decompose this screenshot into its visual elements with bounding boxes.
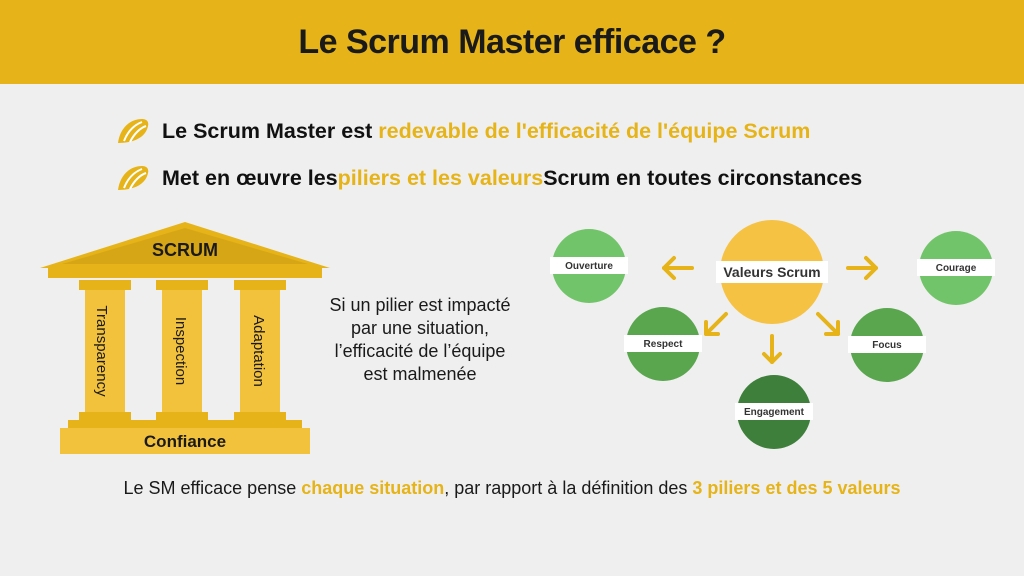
value-engagement: Engagement bbox=[735, 375, 813, 449]
arrow-down-right-icon bbox=[816, 312, 840, 336]
bottom-highlight: chaque situation bbox=[301, 478, 445, 498]
value-ouverture: Ouverture bbox=[550, 229, 628, 303]
arrow-right-icon bbox=[846, 256, 878, 280]
arrow-down-icon bbox=[762, 334, 782, 364]
pillar-adaptation: Adaptation bbox=[234, 280, 286, 420]
value-center: Valeurs Scrum bbox=[716, 220, 828, 324]
scrum-temple-diagram: SCRUM Transparency Inspection Adaptation… bbox=[40, 222, 330, 454]
pillar-label: Transparency bbox=[93, 305, 110, 397]
pillar-transparency: Transparency bbox=[79, 280, 131, 420]
pillar-label: Inspection bbox=[172, 317, 189, 385]
shell-bullet-icon bbox=[118, 119, 149, 143]
value-respect: Respect bbox=[624, 307, 702, 381]
header-banner: Le Scrum Master efficace ? bbox=[0, 0, 1024, 84]
value-label: Respect bbox=[644, 339, 684, 350]
temple-base-label: Confiance bbox=[144, 432, 226, 451]
temple-roof-inner bbox=[62, 228, 308, 264]
pillar-inspection: Inspection bbox=[156, 280, 208, 420]
bottom-highlight: 3 piliers et des 5 valeurs bbox=[692, 478, 901, 498]
note-line: Si un pilier est impacté bbox=[329, 295, 511, 315]
bullet-text-suffix: Scrum en toutes circonstances bbox=[543, 165, 863, 190]
arrow-down-left-icon bbox=[704, 312, 728, 336]
note-line: par une situation, bbox=[350, 318, 490, 338]
scrum-values-diagram: Valeurs Scrum Ouverture Courage Respect … bbox=[550, 220, 995, 449]
pillar-impact-note: Si un pilier est impacté par une situati… bbox=[300, 294, 540, 386]
value-label: Courage bbox=[936, 263, 977, 274]
value-focus: Focus bbox=[848, 308, 926, 382]
value-arrows bbox=[662, 256, 878, 364]
bottom-statement: Le SM efficace pense chaque situation, p… bbox=[0, 478, 1024, 499]
temple-base-step bbox=[68, 420, 302, 428]
value-label: Engagement bbox=[744, 407, 805, 418]
bottom-text: , par rapport à la définition des bbox=[444, 478, 693, 498]
bullet-text-prefix: Le Scrum Master est bbox=[162, 118, 373, 143]
pillar-label: Adaptation bbox=[250, 315, 267, 387]
bullet-text-prefix: Met en œuvre les bbox=[162, 165, 338, 190]
value-center-label: Valeurs Scrum bbox=[723, 264, 820, 280]
bullet-text-highlight: piliers et les valeurs bbox=[337, 165, 544, 190]
note-line: est malmenée bbox=[363, 364, 477, 384]
temple-base bbox=[60, 428, 310, 454]
arrow-left-icon bbox=[662, 256, 694, 280]
bullet-item-pillars-values: Met en œuvre les piliers et les valeurs … bbox=[116, 163, 862, 193]
shell-bullet-icon bbox=[118, 166, 149, 190]
value-courage: Courage bbox=[917, 231, 995, 305]
page-title: Le Scrum Master efficace ? bbox=[298, 22, 726, 61]
value-label: Focus bbox=[872, 340, 902, 351]
bottom-text: Le SM efficace pense bbox=[123, 478, 302, 498]
temple-architrave bbox=[48, 268, 322, 278]
bullet-text-highlight: redevable de l'efficacité de l'équipe Sc… bbox=[378, 118, 811, 143]
value-label: Ouverture bbox=[565, 261, 613, 272]
temple-roof-label: SCRUM bbox=[152, 240, 218, 260]
bullet-item-accountability: Le Scrum Master est redevable de l'effic… bbox=[116, 116, 810, 146]
note-line: l’efficacité de l’équipe bbox=[334, 341, 506, 361]
